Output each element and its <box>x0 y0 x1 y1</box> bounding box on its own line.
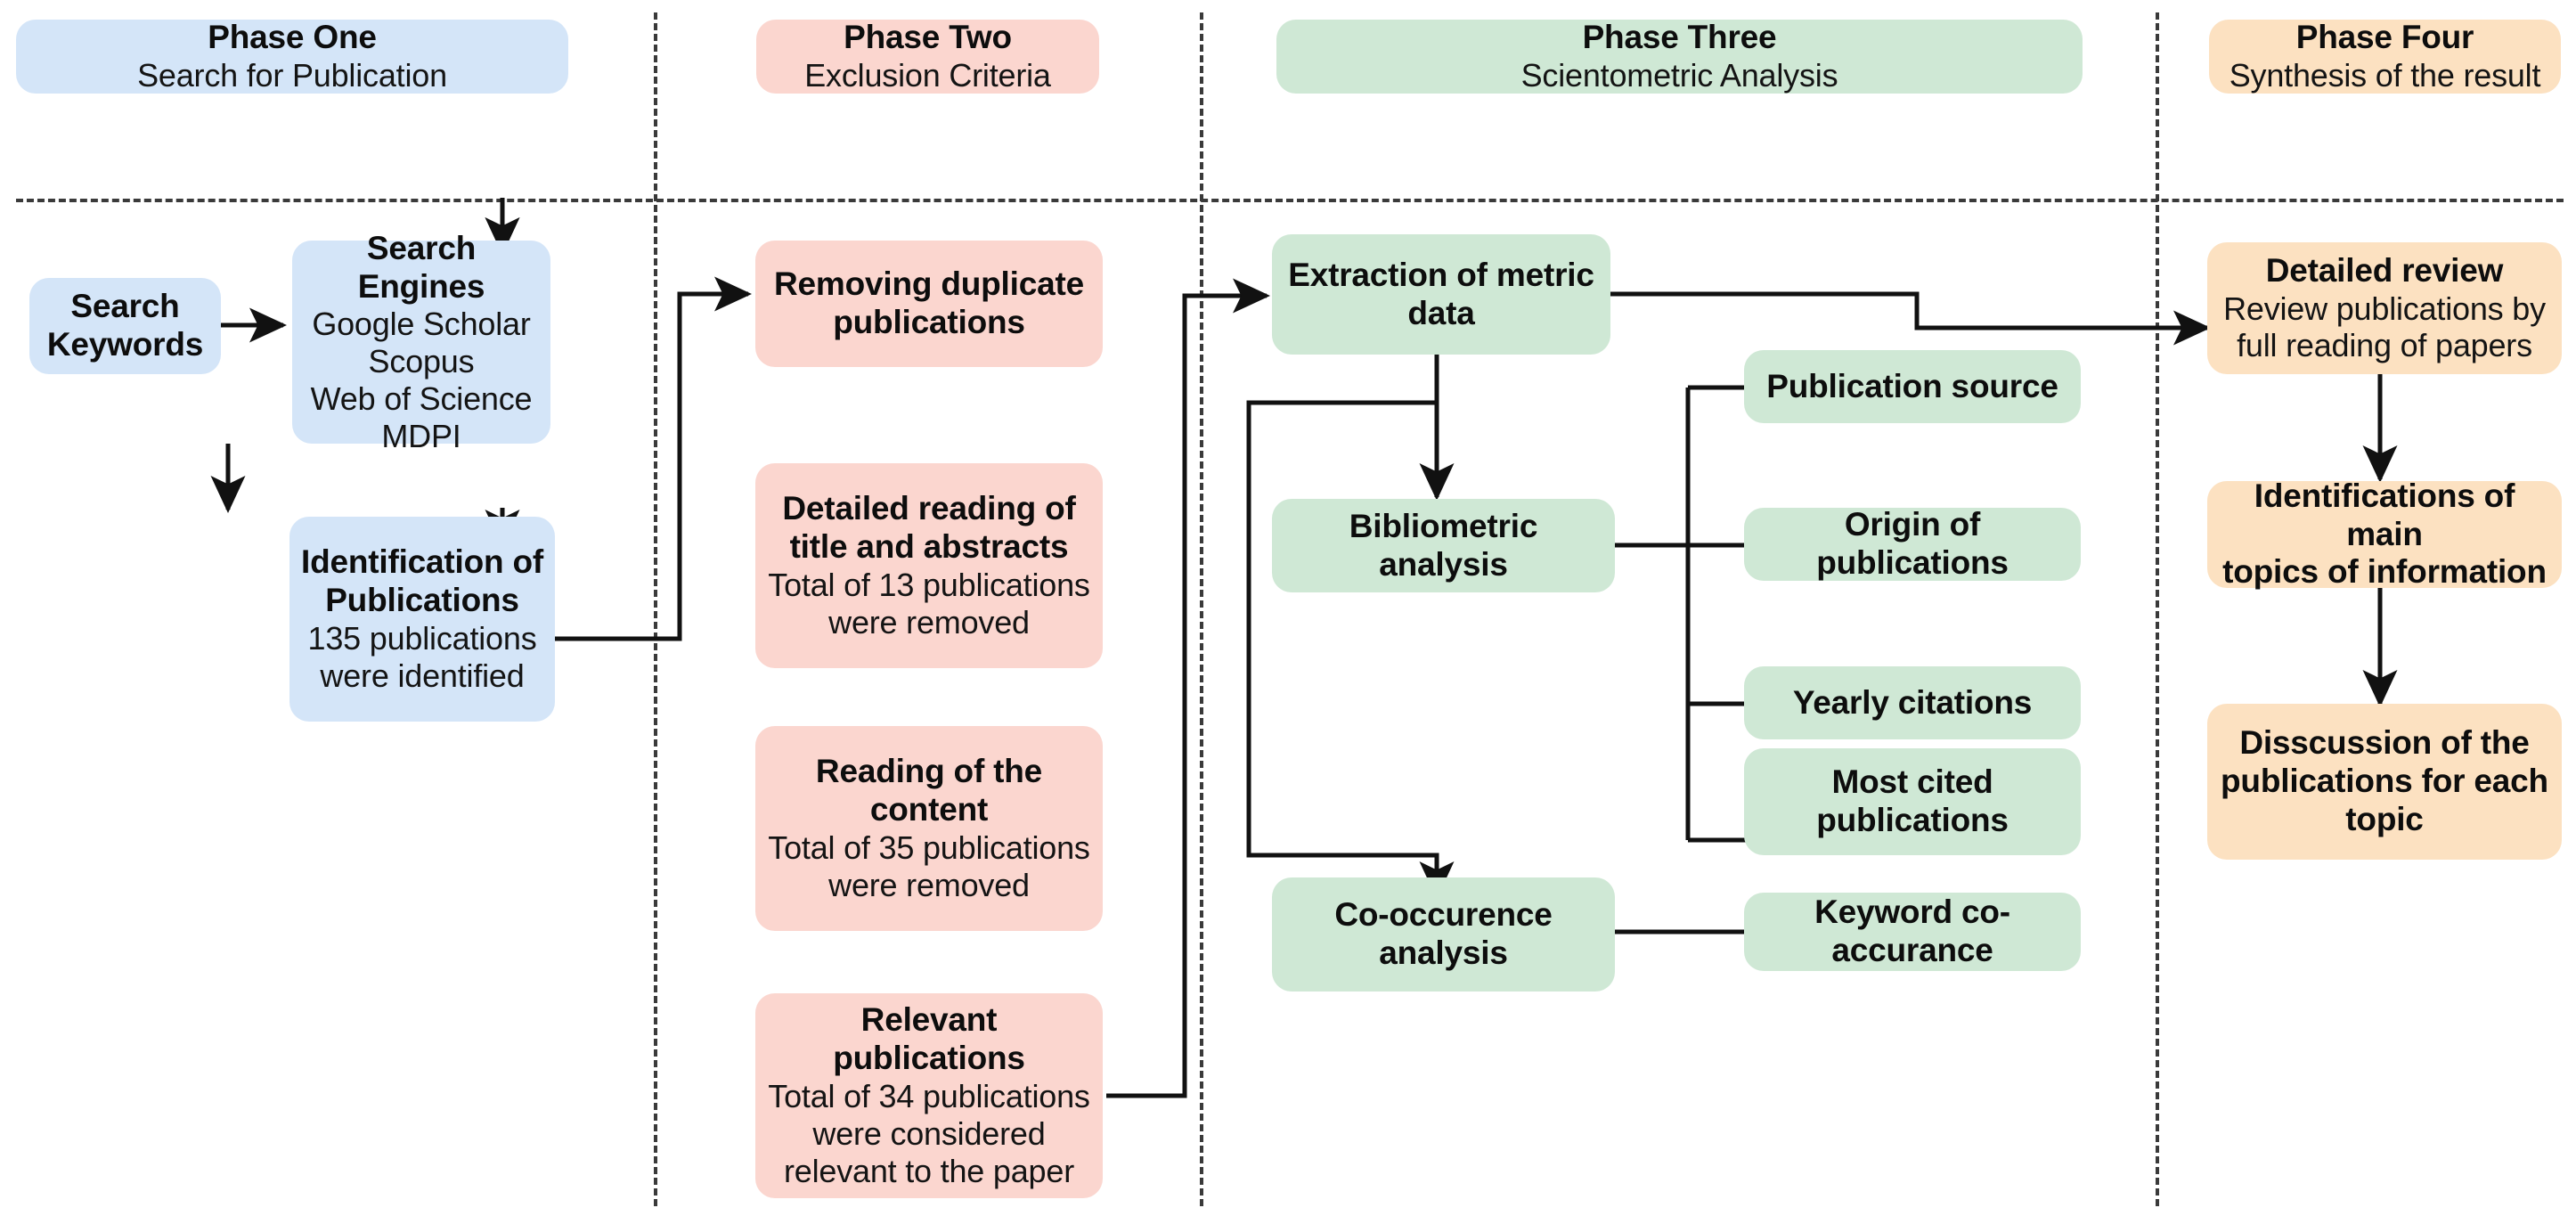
connector-extraction-to-detailed-review <box>1610 291 2212 346</box>
phase-header-two: Phase Two Exclusion Criteria <box>756 19 1099 94</box>
phase-header-two-title: Phase Two <box>844 19 1012 56</box>
node-origin-of-publications-title: Origin of publications <box>1816 506 2009 581</box>
phase-header-three: Phase Three Scientometric Analysis <box>1276 19 2083 94</box>
phase-header-one-title: Phase One <box>208 19 377 56</box>
divider-phase-one-two <box>654 12 657 1206</box>
divider-phase-three-four <box>2156 12 2159 1206</box>
phase-header-separator <box>16 199 2564 202</box>
node-publication-source-title: Publication source <box>1766 367 2058 404</box>
node-detailed-review-title: Detailed review <box>2265 251 2504 289</box>
phase-header-three-subtitle: Scientometric Analysis <box>1520 57 1838 94</box>
divider-phase-two-three <box>1200 12 1203 1206</box>
node-yearly-citations: Yearly citations <box>1744 666 2081 739</box>
phase-header-four-title: Phase Four <box>2295 19 2474 56</box>
phase-header-three-title: Phase Three <box>1582 19 1777 56</box>
connector-extraction-to-cooccurrence <box>1246 400 1455 900</box>
node-bibliometric-analysis: Bibliometric analysis <box>1272 499 1615 592</box>
node-relevant-publications: Relevant publications Total of 34 public… <box>755 993 1103 1198</box>
phase-header-four-subtitle: Synthesis of the result <box>2229 57 2541 94</box>
node-origin-of-publications: Origin of publications <box>1744 506 2081 581</box>
phase-header-two-subtitle: Exclusion Criteria <box>804 57 1051 94</box>
node-publication-source: Publication source <box>1744 350 2081 423</box>
phase-header-four: Phase Four Synthesis of the result <box>2209 19 2561 94</box>
phase-header-one: Phase One Search for Publication <box>16 19 568 94</box>
node-search-engines-title: Search Engines <box>357 229 485 305</box>
node-keyword-cooccurrence: Keyword co-accurance <box>1744 893 2081 971</box>
node-relevant-publications-title: Relevant publications <box>833 1001 1025 1077</box>
node-bibliometric-title: Bibliometric analysis <box>1349 507 1538 583</box>
node-yearly-citations-title: Yearly citations <box>1792 683 2033 721</box>
connector-relevant-to-extraction <box>1106 278 1271 1098</box>
node-keyword-cooccurrence-title: Keyword co-accurance <box>1814 894 2010 968</box>
phase-header-one-subtitle: Search for Publication <box>137 57 447 94</box>
